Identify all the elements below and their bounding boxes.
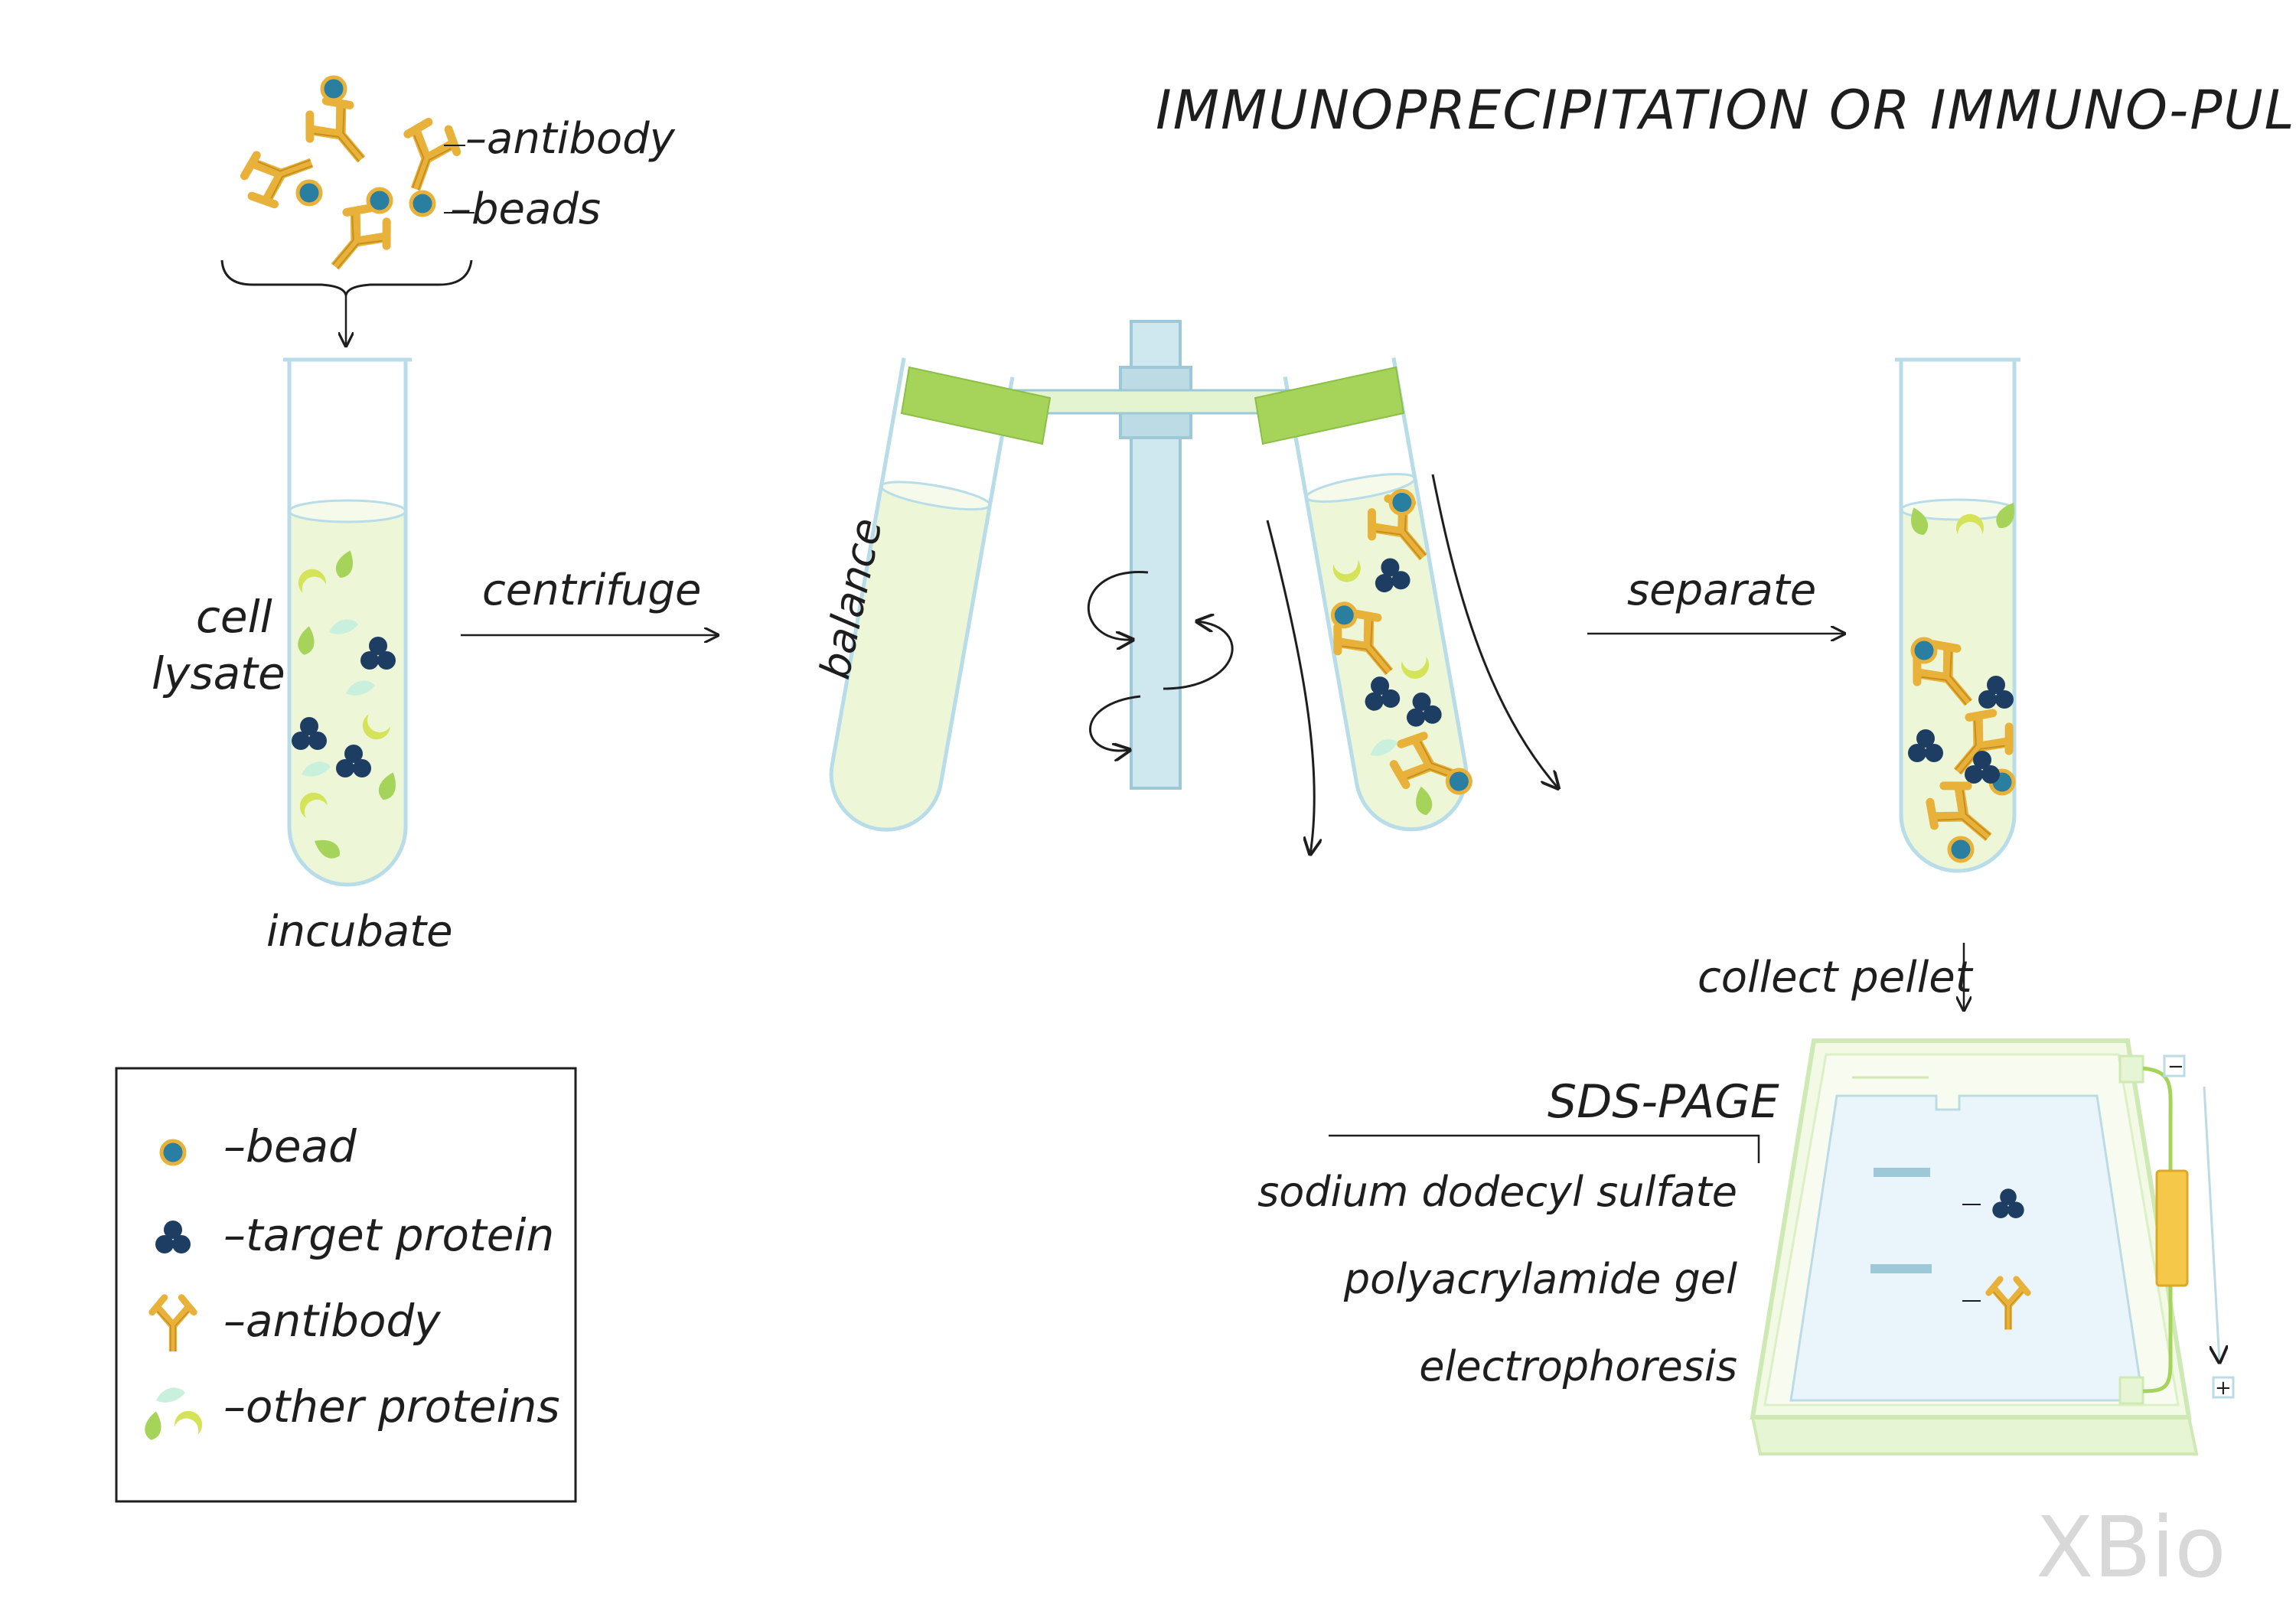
power-supply [2155, 1169, 2189, 1287]
legend-bead-icon [161, 1141, 184, 1164]
migration-arrow [2203, 1086, 2219, 1362]
incubate-label: incubate [266, 907, 453, 957]
lysate-tube [283, 357, 412, 887]
reagent-antibodies-beads [240, 77, 463, 283]
sds-definition-line2: polyacrylamide gel [1343, 1255, 1737, 1303]
separated-tube [1895, 357, 2020, 873]
rotation-arrow-1 [1087, 571, 1149, 641]
cell-lysate-label-line2: lysate [152, 647, 285, 699]
legend-bead-label: –bead [223, 1120, 357, 1172]
gel-band-antibody [1870, 1264, 1932, 1273]
left-clamp [900, 366, 1052, 445]
legend: –bead –target protein –antibody –other p… [115, 1067, 577, 1503]
right-clamp [1254, 366, 1405, 445]
collect-pellet-label: collect pellet [1698, 953, 1974, 1002]
minus-terminal-label: − [2167, 1055, 2184, 1078]
sds-page-divider [1329, 1134, 1760, 1163]
plus-terminal [2212, 1376, 2235, 1399]
sds-definition-line1: sodium dodecyl sulfate [1257, 1168, 1737, 1216]
minus-terminal [2163, 1054, 2186, 1077]
plus-terminal-label: + [2215, 1377, 2232, 1400]
sds-page-title: SDS-PAGE [1548, 1075, 1779, 1129]
page-title: IMMUNOPRECIPITATION OR IMMUNO-PULLDOWN [1156, 79, 2296, 142]
legend-other-proteins-label: –other proteins [223, 1380, 560, 1433]
motion-arrow-left [1266, 520, 1314, 854]
cell-lysate-label-line1: cell [196, 591, 272, 643]
centrifuge-label: centrifuge [482, 566, 701, 615]
reagent-antibody-label: –antibody [465, 114, 676, 164]
separate-label: separate [1627, 566, 1816, 615]
reagent-beads-label: –beads [450, 184, 601, 234]
sds-page-apparatus: − + [1750, 1038, 2235, 1455]
xbio-logo: XBio [2036, 1498, 2226, 1596]
sds-definition-line3: electrophoresis [1419, 1342, 1737, 1390]
legend-antibody-label: –antibody [223, 1295, 441, 1347]
rotation-arrow-2 [1163, 621, 1234, 690]
motion-arrow-right [1431, 474, 1558, 788]
rotation-arrow-3 [1089, 695, 1141, 751]
centrifuge [829, 320, 1558, 854]
legend-target-protein-label: –target protein [223, 1209, 554, 1261]
balance-tube [829, 357, 1015, 832]
gel-band-target [1874, 1168, 1930, 1177]
sample-tube [1283, 357, 1492, 832]
combine-brace [220, 259, 473, 296]
legend-box [115, 1067, 577, 1503]
